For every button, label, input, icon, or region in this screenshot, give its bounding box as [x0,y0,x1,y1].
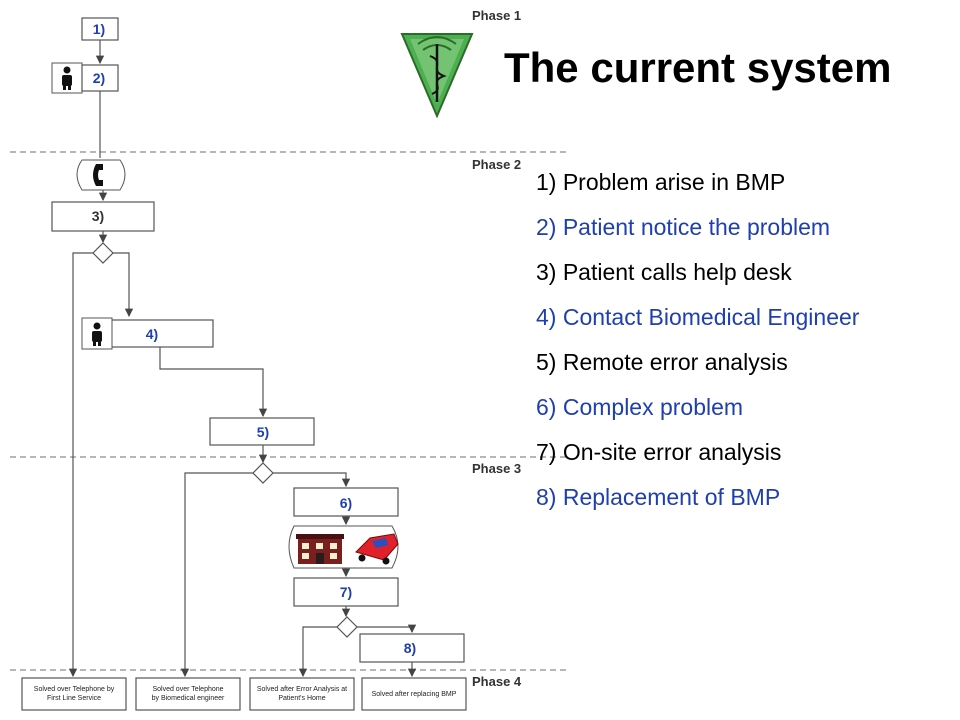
telephone-icon [76,159,126,191]
connector [159,347,268,418]
legend-item-2: 2) Patient notice the problem [536,214,831,240]
phase-4-label: Phase 4 [472,674,522,689]
legend-item-5: 5) Remote error analysis [536,349,788,375]
outcome-box-1 [21,677,127,711]
legend-item-8: 8) Replacement of BMP [536,484,781,510]
step-box-4 [109,319,214,348]
step-label-3: 3) [92,208,104,224]
house-icon [296,534,344,564]
connector [298,626,337,678]
phase-2-label: Phase 2 [472,157,522,172]
step-box-7 [293,577,399,607]
outcome-3-line2: Patient's Home [278,695,325,702]
legend-item-4: 4) Contact Biomedical Engineer [536,304,860,330]
step-label-1: 1) [93,21,105,37]
outcome-1-line2: First Line Service [47,695,101,702]
step-label-2: 2) [93,70,105,86]
step-label-6: 6) [340,495,352,511]
page-title: The current system [504,44,892,91]
person-icon [81,317,113,350]
outcome-2-line2: by Biomedical engineer [152,695,225,702]
step-label-4: 4) [146,326,158,342]
phase-1-label: Phase 1 [472,8,522,23]
on-site-icons [288,525,399,569]
step-box-6 [293,487,399,517]
decision-diamond-3 [336,616,358,638]
phase-3-label: Phase 3 [472,461,522,476]
outcome-1-line1: Solved over Telephone by [34,686,115,693]
person-icon [51,62,83,94]
step-label-5: 5) [257,424,269,440]
outcome-2-line1: Solved over Telephone [152,686,223,693]
outcome-4-line1: Solved after replacing BMP [372,691,457,698]
step-box-5 [209,417,315,446]
outcome-box-3 [249,677,355,711]
caduceus-logo-icon [400,33,474,119]
legend-item-3: 3) Patient calls help desk [536,259,792,285]
outcome-box-4 [361,677,467,711]
connector [273,472,351,488]
legend-item-1: 1) Problem arise in BMP [536,169,786,195]
connector [357,624,417,634]
decision-diamond-2 [252,462,274,484]
phase-separators [10,151,568,671]
connector [180,472,253,678]
car-icon [355,533,399,565]
legend-item-7: 7) On-site error analysis [536,439,782,465]
step-legend: 1) Problem arise in BMP 2) Patient notic… [536,160,859,520]
outcome-3-line1: Solved after Error Analysis at [257,686,347,693]
step-label-7: 7) [340,584,352,600]
outcome-box-2 [135,677,241,711]
decision-diamond-1 [92,242,114,264]
connector [113,252,134,318]
connector [68,252,93,678]
step-label-8: 8) [404,640,416,656]
legend-item-6: 6) Complex problem [536,394,744,420]
